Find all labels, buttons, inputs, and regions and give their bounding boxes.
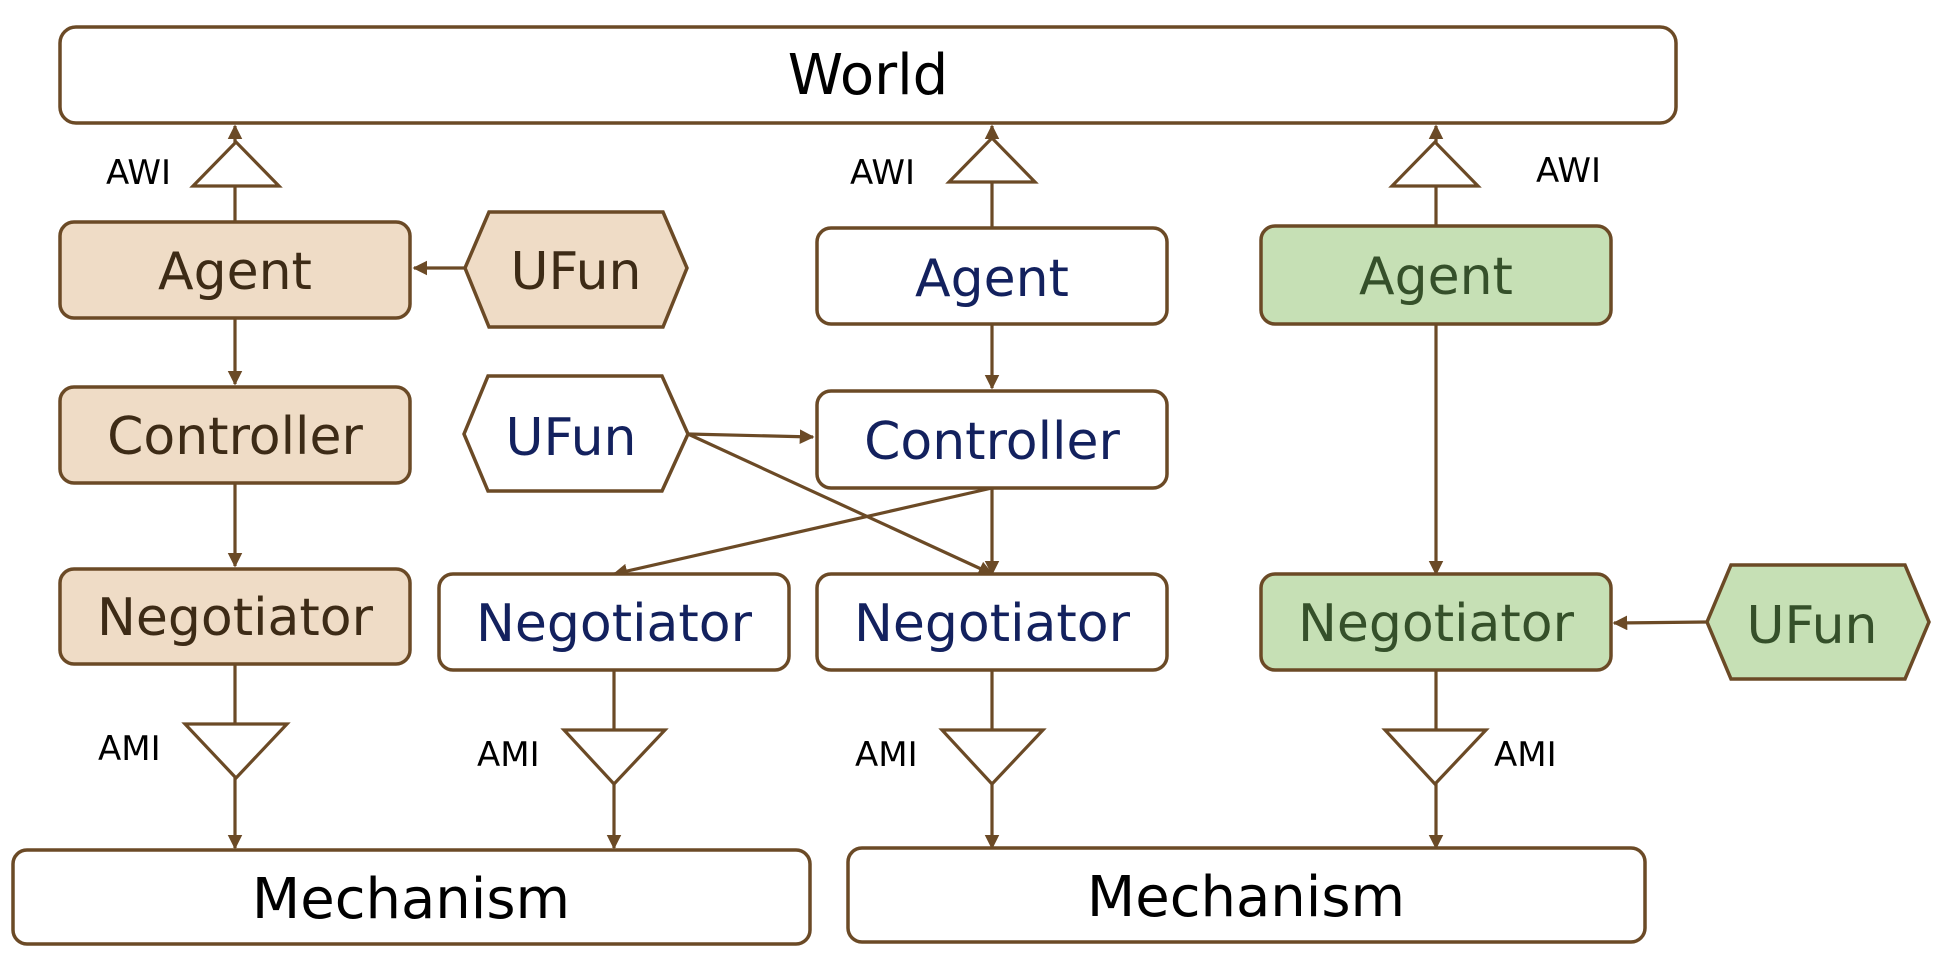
controller-label: Controller (864, 412, 1120, 472)
controller-node: Controller (58, 385, 412, 485)
negotiator-label: Negotiator (854, 594, 1131, 654)
agent-node: Agent (1259, 224, 1613, 326)
world-label: World (788, 43, 948, 108)
agent-label: Agent (158, 242, 312, 302)
ami-label: AMI (1494, 735, 1557, 775)
stack-3: Agent Negotiator UFun (1259, 224, 1931, 681)
negotiator-node: Negotiator (1259, 572, 1613, 672)
agent-node: Agent (58, 220, 412, 320)
agent-label: Agent (1359, 247, 1513, 307)
edge-controller2-to-negotiator2a (612, 486, 993, 579)
stack-1: Agent UFun Controller Negotiator (58, 210, 689, 666)
awi-label: AWI (850, 153, 915, 193)
ami-triangle (181, 722, 291, 781)
ami-label: AMI (98, 729, 161, 769)
ami-triangle (560, 728, 669, 787)
awi-triangle (945, 135, 1039, 184)
negotiator-node: Negotiator (58, 567, 412, 666)
negotiator-label: Negotiator (476, 594, 753, 654)
negotiator-label: Negotiator (97, 588, 374, 648)
ami-label: AMI (855, 735, 918, 775)
interface-labels: AWI AWI AWI AMI AMI AMI AMI (98, 151, 1601, 775)
mechanism-box-left: Mechanism (11, 848, 812, 946)
negotiator-node-left: Negotiator (437, 572, 791, 672)
agent-label: Agent (915, 249, 1069, 309)
mechanism-label: Mechanism (1087, 865, 1405, 930)
awi-label: AWI (1536, 151, 1601, 191)
stack-2: Agent UFun Controller Negotiator Negotia… (437, 226, 1169, 672)
ufun-node: UFun (1705, 563, 1931, 681)
edge-ufun2-to-controller2 (687, 429, 815, 445)
controller-label: Controller (107, 407, 363, 467)
ufun-label: UFun (510, 242, 641, 302)
controller-node: Controller (815, 389, 1169, 490)
ami-triangle (938, 728, 1047, 787)
edge-ufun3-to-negotiator3 (1612, 615, 1708, 631)
ufun-label: UFun (1746, 596, 1877, 656)
negotiator-label: Negotiator (1298, 594, 1575, 654)
world-box: World (58, 25, 1678, 125)
negotiator-node-right: Negotiator (815, 572, 1169, 672)
agent-node: Agent (815, 226, 1169, 326)
awi-triangle (1388, 139, 1482, 188)
awi-label: AWI (106, 153, 171, 193)
edge-ufun2-to-negotiator2b (687, 432, 994, 576)
mechanism-box-right: Mechanism (846, 846, 1647, 944)
mechanism-label: Mechanism (252, 867, 570, 932)
awi-triangle (189, 139, 283, 188)
ufun-label: UFun (505, 408, 636, 468)
interface-symbols (181, 135, 1490, 787)
ufun-node: UFun (463, 210, 689, 329)
ami-label: AMI (477, 735, 540, 775)
ufun-node: UFun (462, 374, 690, 493)
ami-triangle (1381, 728, 1490, 787)
